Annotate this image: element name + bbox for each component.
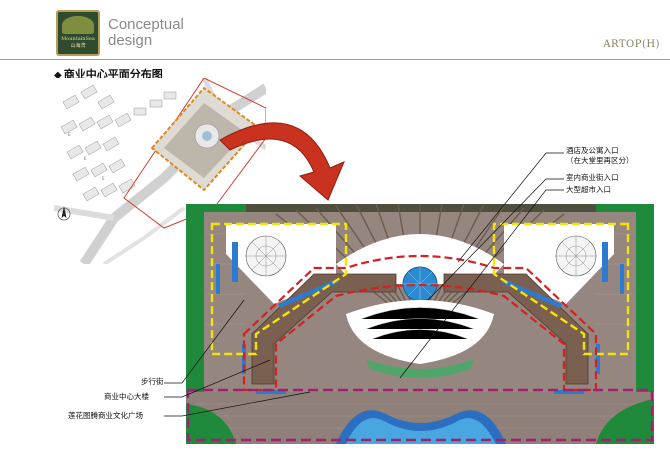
- header: MountainSea 山海湾 Conceptual design ARTOP(…: [0, 0, 670, 60]
- label-pedestrian-street: 步行街: [141, 377, 164, 386]
- label-hotel-entrance-note: （在大堂里再区分）: [566, 156, 634, 165]
- concept-title-line2: design: [108, 32, 153, 49]
- label-supermarket-entrance: 大型超市入口: [566, 185, 611, 194]
- pavilion-right: [555, 235, 597, 277]
- header-divider: [0, 59, 670, 60]
- logo-emblem-icon: [62, 16, 94, 34]
- label-commercial-building: 商业中心大楼: [104, 392, 149, 401]
- label-lotus-plaza: 莲花图腾商业文化广场: [68, 411, 143, 420]
- diamond-bullet-icon: ◆: [54, 70, 62, 81]
- label-indoor-street-entrance: 室内商业街入口: [566, 173, 619, 182]
- north-arrow-icon: [57, 206, 71, 221]
- concept-title-line1: Conceptual: [108, 16, 184, 33]
- label-hotel-entrance: 酒店及公寓入口: [566, 146, 619, 155]
- commercial-center-plan: [186, 203, 654, 444]
- zone-commercial-building: [242, 254, 598, 392]
- section-title: ◆商业中心平面分布图: [54, 66, 163, 82]
- svg-text:E: E: [68, 132, 71, 137]
- section-title-text: 商业中心平面分布图: [63, 68, 163, 81]
- brand-logo: MountainSea 山海湾: [56, 10, 100, 56]
- zone-lotus-plaza: [186, 388, 654, 442]
- svg-text:E: E: [84, 156, 87, 161]
- zone-pedestrian-left: [210, 222, 348, 356]
- pavilion-left: [245, 235, 287, 277]
- logo-text-en: MountainSea: [61, 36, 95, 42]
- concept-title: Conceptual design: [108, 17, 184, 49]
- svg-text:E: E: [102, 176, 105, 181]
- brand-mark: ARTOP(H): [603, 39, 660, 50]
- logo-text-cn: 山海湾: [70, 43, 86, 49]
